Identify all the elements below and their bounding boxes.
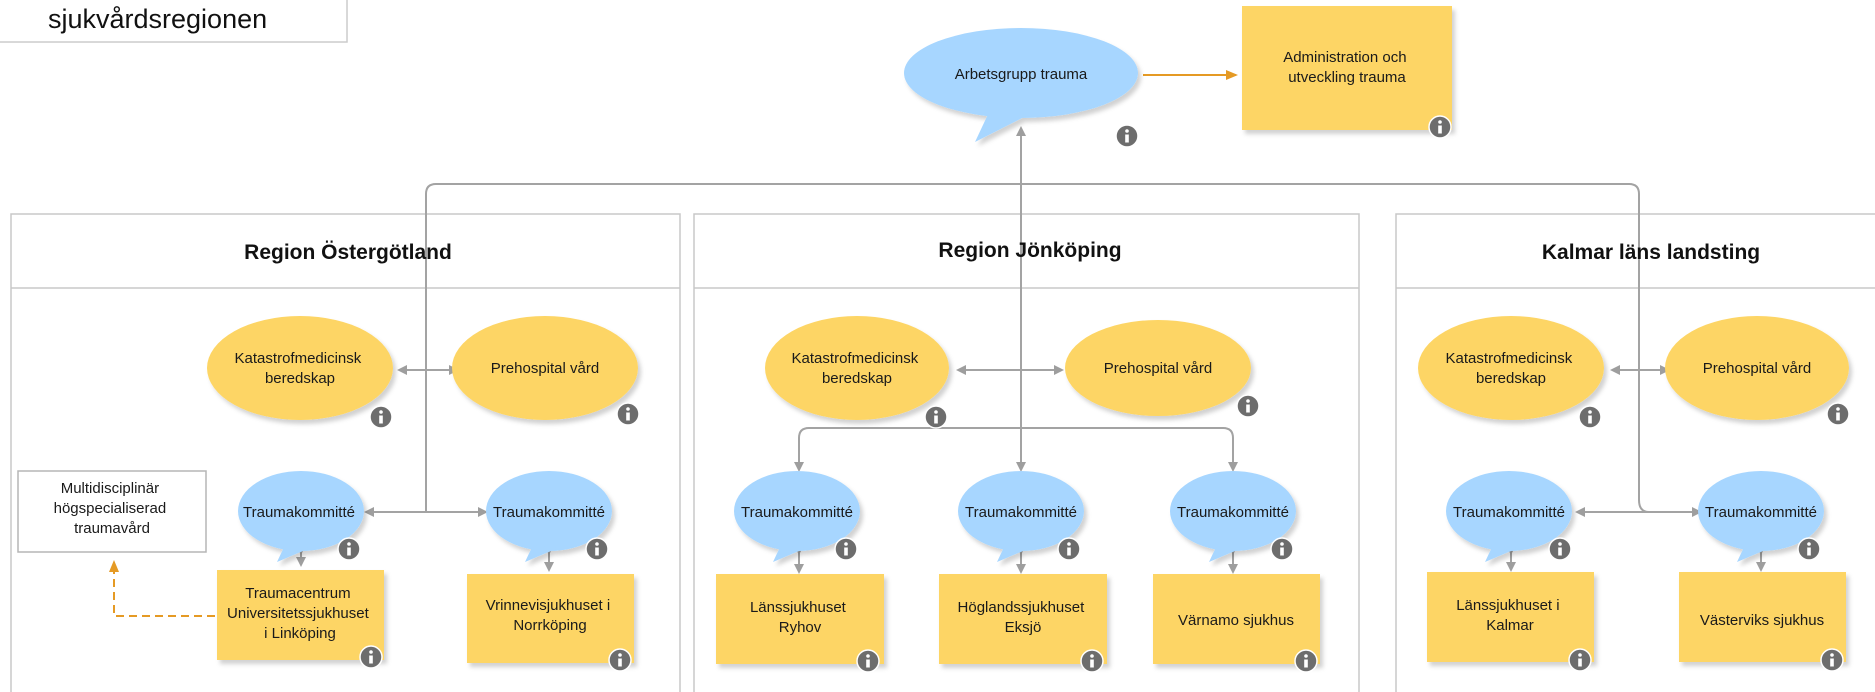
workgroup-bubble[interactable] xyxy=(904,28,1138,142)
committee-label: Traumakommitté xyxy=(1453,504,1565,521)
hospital-node-varnamo[interactable]: Värnamo sjukhus xyxy=(1153,574,1320,664)
region-heading-jonkoping: Region Jönköping xyxy=(938,239,1121,262)
committee-label: Traumakommitté xyxy=(741,504,853,521)
info-icon[interactable] xyxy=(585,537,609,561)
trunk-line xyxy=(425,183,1650,513)
info-icon[interactable] xyxy=(1236,394,1260,418)
info-icon[interactable] xyxy=(1270,537,1294,561)
info-icon[interactable] xyxy=(1568,648,1592,672)
jonkoping-branches xyxy=(798,427,1234,468)
corner-title: sjukvårdsregionen xyxy=(0,0,348,43)
info-icon[interactable] xyxy=(1548,537,1572,561)
committee-bubble-kalmar-1[interactable] xyxy=(1446,471,1572,562)
committee-label: Traumakommitté xyxy=(493,504,605,521)
svg-text:Traumacentrum Universite: Traumacentrum Universitetssjukhuset i Li… xyxy=(227,585,373,642)
svg-text:Prehospital vård: Prehospital vård xyxy=(491,360,599,377)
info-icon[interactable] xyxy=(1578,405,1602,429)
prehospital-node-jonkoping[interactable]: Prehospital vård xyxy=(1065,320,1251,416)
committee-bubble-jonkoping-2[interactable] xyxy=(958,471,1084,562)
prehospital-node-ostergotland[interactable]: Prehospital vård xyxy=(452,316,638,420)
svg-text:Multidisciplinär högspec: Multidisciplinär högspecialiserad trauma… xyxy=(54,480,171,537)
trauma-center-dashed-arrow xyxy=(109,560,215,617)
info-icon[interactable] xyxy=(1080,649,1104,673)
svg-text:Prehospital vård: Prehospital vård xyxy=(1104,360,1212,377)
connectors xyxy=(296,126,1766,574)
info-icon[interactable] xyxy=(1820,648,1844,672)
committee-bubble-jonkoping-3[interactable] xyxy=(1170,471,1296,562)
committee-hospital-links xyxy=(296,545,1766,574)
info-icon[interactable] xyxy=(1294,649,1318,673)
committee-bubble-ostergotland-1[interactable] xyxy=(238,471,364,562)
hospital-node-linkoping[interactable]: Traumacentrum Universitetssjukhuset i Li… xyxy=(217,570,384,660)
katastrof-node-jonkoping[interactable]: Katastrofmedicinsk beredskap xyxy=(765,316,949,420)
committee-bubble-kalmar-2[interactable] xyxy=(1698,471,1824,562)
info-icon[interactable] xyxy=(337,537,361,561)
info-icon[interactable] xyxy=(1115,124,1139,148)
hospital-node-norrkoping[interactable]: Vrinnevisjukhuset i Norrköping xyxy=(467,574,634,663)
info-icon[interactable] xyxy=(1428,115,1452,139)
info-icon[interactable] xyxy=(1057,537,1081,561)
svg-text:Prehospital vård: Prehospital vård xyxy=(1703,360,1811,377)
corner-title-text: sjukvårdsregionen xyxy=(48,4,267,34)
committee-label: Traumakommitté xyxy=(243,504,355,521)
svg-text:Värnamo sjukhus: Värnamo sjukhus xyxy=(1178,612,1294,629)
info-icon[interactable] xyxy=(834,537,858,561)
svg-text:Administration och utvec: Administration och utveckling trauma xyxy=(1283,49,1411,86)
info-icon[interactable] xyxy=(369,405,393,429)
svg-text:Västerviks sjukhus: Västerviks sjukhus xyxy=(1700,612,1824,629)
committee-bubble-jonkoping-1[interactable] xyxy=(734,471,860,562)
region-heading-kalmar: Kalmar läns landsting xyxy=(1542,241,1760,264)
katastrof-node-ostergotland[interactable]: Katastrofmedicinsk beredskap xyxy=(207,316,393,420)
svg-text:Katastrofmedicinsk bered: Katastrofmedicinsk beredskap xyxy=(792,350,923,387)
svg-text:Katastrofmedicinsk bered: Katastrofmedicinsk beredskap xyxy=(235,350,366,387)
prehospital-node-kalmar[interactable]: Prehospital vård xyxy=(1665,316,1849,420)
katastrof-node-kalmar[interactable]: Katastrofmedicinsk beredskap xyxy=(1418,316,1604,420)
admin-label-line2: utveckling trauma xyxy=(1288,69,1406,86)
committee-label: Traumakommitté xyxy=(1177,504,1289,521)
admin-box[interactable]: Administration och utveckling trauma xyxy=(1242,6,1452,130)
info-icon[interactable] xyxy=(1826,402,1850,426)
committee-bubble-ostergotland-2[interactable] xyxy=(486,471,612,562)
workgroup-label: Arbetsgrupp trauma xyxy=(955,66,1088,83)
svg-text:Länssjukhuset i Kalmar: Länssjukhuset i Kalmar xyxy=(1456,597,1564,634)
svg-text:Länssjukhuset Ryhov: Länssjukhuset Ryhov xyxy=(750,599,850,636)
hospital-node-eksjo[interactable]: Höglandssjukhuset Eksjö xyxy=(939,574,1107,664)
info-icon[interactable] xyxy=(1797,537,1821,561)
info-icon[interactable] xyxy=(616,402,640,426)
info-icon[interactable] xyxy=(359,645,383,669)
committee-label: Traumakommitté xyxy=(965,504,1077,521)
info-icon[interactable] xyxy=(924,405,948,429)
svg-text:Höglandssjukhuset Eksjö: Höglandssjukhuset Eksjö xyxy=(958,599,1089,636)
svg-text:Vrinnevisjukhuset i Norr: Vrinnevisjukhuset i Norrköping xyxy=(486,597,615,634)
hospital-node-ryhov[interactable]: Länssjukhuset Ryhov xyxy=(716,574,884,664)
region-heading-ostergotland: Region Östergötland xyxy=(244,241,452,264)
admin-label-line1: Administration och xyxy=(1283,49,1406,66)
info-icon[interactable] xyxy=(608,648,632,672)
hospital-node-kalmar[interactable]: Länssjukhuset i Kalmar xyxy=(1427,572,1594,662)
committee-label: Traumakommitté xyxy=(1705,504,1817,521)
info-icons xyxy=(337,115,1850,673)
info-icon[interactable] xyxy=(856,649,880,673)
hospital-node-vastervik[interactable]: Västerviks sjukhus xyxy=(1679,572,1846,662)
multidisciplinary-node[interactable]: Multidisciplinär högspecialiserad trauma… xyxy=(17,470,207,553)
svg-text:Katastrofmedicinsk bered: Katastrofmedicinsk beredskap xyxy=(1446,350,1577,387)
